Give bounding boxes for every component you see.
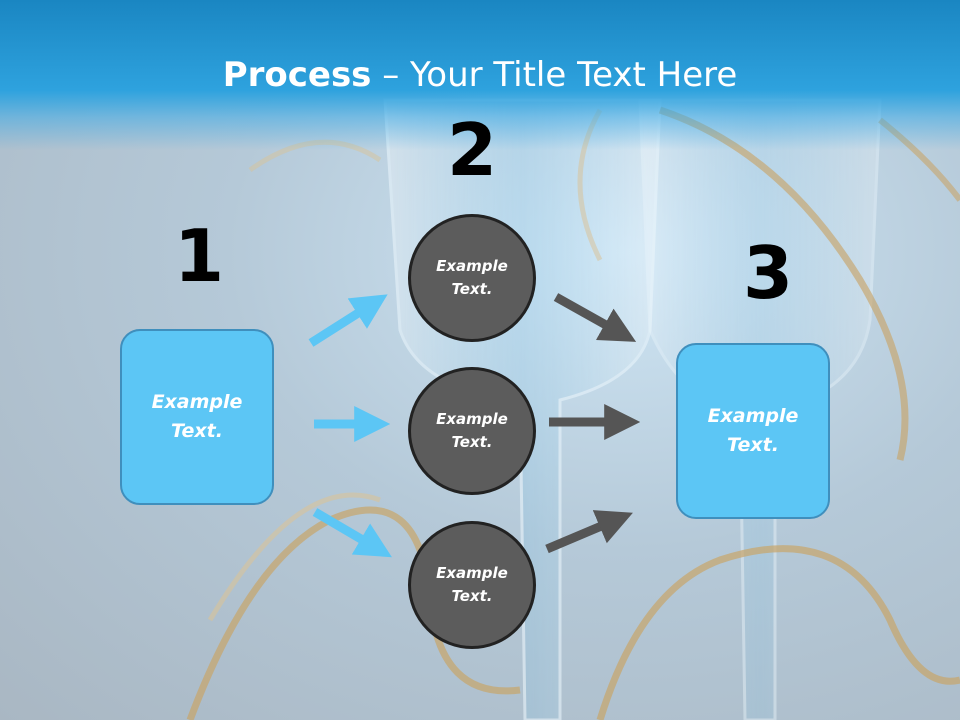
arrow-down-blue xyxy=(312,508,392,558)
title-bold: Process xyxy=(222,55,372,95)
circle-middle-line1: Example xyxy=(436,410,508,428)
step-1-text-line2: Text. xyxy=(171,420,223,442)
arrow-up-blue xyxy=(308,294,388,347)
circle-top-line2: Text. xyxy=(451,280,493,298)
circle-bottom-line2: Text. xyxy=(451,587,493,605)
circle-bottom-line1: Example xyxy=(436,564,508,582)
arrow-down-gray xyxy=(553,293,637,342)
circle-top-line1: Example xyxy=(436,257,508,275)
circle-middle-line2: Text. xyxy=(451,433,493,451)
title-bar xyxy=(0,0,960,150)
title-rest: – Your Title Text Here xyxy=(371,55,738,95)
step-1-text-line1: Example xyxy=(151,391,243,413)
step-number-2: 2 xyxy=(446,108,498,192)
step-3-text-line2: Text. xyxy=(727,434,779,456)
step-number-1: 1 xyxy=(173,214,225,298)
step-3-text-line1: Example xyxy=(707,405,799,427)
step-number-3: 3 xyxy=(742,231,794,315)
arrow-up-gray xyxy=(545,510,633,554)
slide-title: Process – Your Title Text Here xyxy=(0,52,960,98)
